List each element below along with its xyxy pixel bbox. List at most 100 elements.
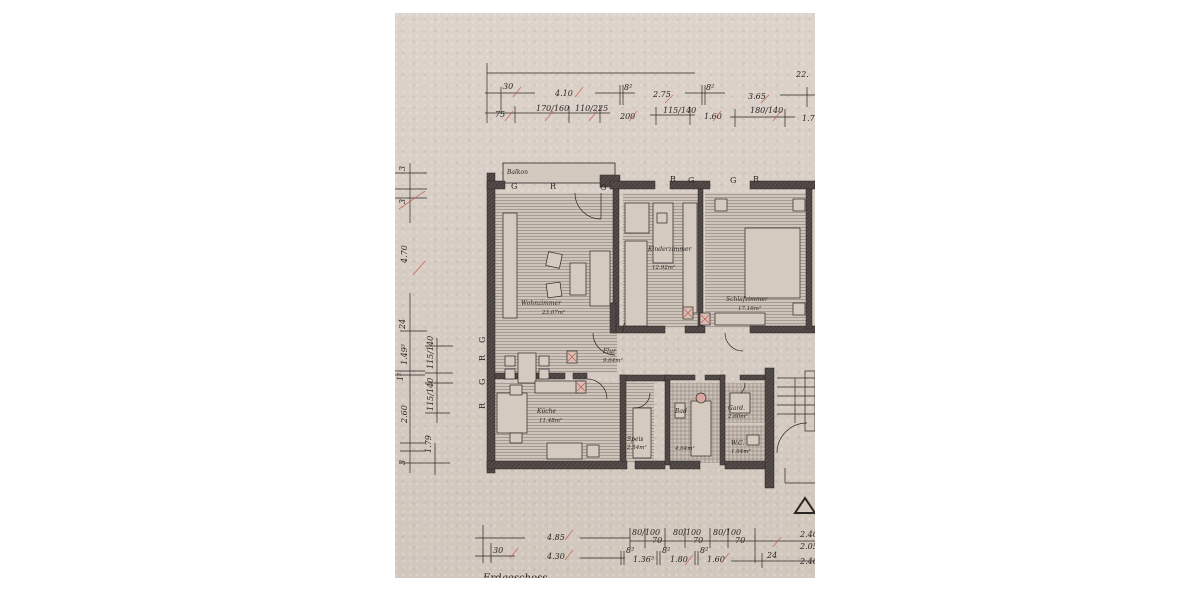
svg-text:1.36⁵: 1.36⁵ [633, 555, 655, 564]
floor-plan-drawing: 30 4.10 8² 2.75 8² 3.65 22. 75 170/160 1… [395, 63, 815, 578]
svg-text:3.65: 3.65 [748, 92, 766, 101]
svg-text:8²: 8² [624, 83, 632, 92]
svg-text:22.: 22. [795, 70, 809, 79]
svg-text:8²: 8² [626, 546, 634, 555]
svg-text:R: R [753, 175, 760, 184]
red-check-marks [398, 86, 782, 566]
svg-text:4.85: 4.85 [546, 533, 565, 542]
svg-text:G: G [730, 176, 736, 185]
desk [652, 202, 674, 264]
svg-text:1.80: 1.80 [670, 555, 688, 564]
svg-text:2.60: 2.60 [400, 405, 409, 424]
svg-text:G: G [478, 337, 487, 343]
drawing-caption: Erdgeschoss [482, 573, 547, 578]
svg-text:2.54m²: 2.54m² [626, 444, 647, 451]
svg-text:1²: 1² [396, 373, 405, 381]
svg-text:1.49³: 1.49³ [400, 344, 409, 365]
svg-text:30: 30 [503, 82, 513, 91]
svg-text:2.40: 2.40 [799, 530, 815, 539]
svg-text:4.30: 4.30 [546, 552, 565, 561]
svg-text:8²: 8² [700, 546, 708, 555]
doors [574, 192, 808, 454]
top-dimension-labels: 30 4.10 8² 2.75 8² 3.65 22. 75 170/160 1… [495, 70, 815, 123]
left-dimension-chain [395, 163, 453, 475]
svg-text:Gard.: Gard. [728, 405, 745, 412]
svg-text:11.48m²: 11.48m² [539, 417, 562, 424]
svg-text:17.16m²: 17.16m² [738, 305, 761, 312]
svg-text:2.05: 2.05 [799, 542, 815, 551]
svg-text:75: 75 [495, 110, 505, 119]
svg-text:3: 3 [398, 199, 407, 204]
svg-text:Schlafzimmer: Schlafzimmer [726, 296, 769, 303]
svg-text:3: 3 [398, 460, 407, 465]
svg-text:G: G [600, 183, 606, 192]
armchair [545, 281, 563, 299]
svg-text:2.40: 2.40 [799, 557, 815, 566]
svg-text:1.60: 1.60 [704, 112, 722, 121]
svg-text:80/100: 80/100 [673, 528, 701, 537]
svg-text:8²: 8² [706, 83, 714, 92]
bottom-dimension-chain [475, 525, 815, 568]
svg-text:R: R [478, 354, 487, 361]
svg-text:115/140: 115/140 [663, 106, 696, 115]
dining-table [517, 352, 537, 384]
sofa [589, 250, 611, 307]
svg-text:W.C.: W.C. [731, 440, 744, 447]
svg-text:Küche: Küche [536, 408, 556, 415]
svg-text:Balkon: Balkon [506, 169, 528, 176]
svg-text:4.64m²: 4.64m² [674, 445, 695, 452]
svg-text:115/140: 115/140 [426, 336, 435, 369]
balcony-floor [502, 162, 616, 184]
svg-text:2.75: 2.75 [652, 90, 671, 99]
svg-text:9.64m²: 9.64m² [603, 357, 623, 364]
svg-text:1.7: 1.7 [802, 114, 815, 123]
floor-plan-sheet: 30 4.10 8² 2.75 8² 3.65 22. 75 170/160 1… [395, 13, 815, 578]
svg-text:R: R [550, 182, 557, 191]
svg-text:R: R [670, 175, 677, 184]
svg-text:Flur: Flur [602, 348, 617, 355]
svg-text:R: R [478, 402, 487, 409]
svg-text:G: G [478, 379, 487, 385]
toilet [746, 434, 760, 446]
top-dimension-chain [485, 63, 815, 127]
chimneys [566, 306, 711, 404]
svg-text:23.07m²: 23.07m² [541, 309, 565, 316]
staircase [777, 370, 815, 514]
svg-text:G: G [511, 182, 517, 191]
room-labels: Balkon Wohnzimmer 23.07m² Kinderzimmer 1… [506, 169, 769, 455]
svg-text:70: 70 [693, 536, 703, 545]
svg-text:170/160: 170/160 [536, 104, 569, 113]
left-dimension-labels: 3 3 4.70 24 1.49³ 1² 115/140 2.60 115/14… [396, 166, 435, 465]
furniture [496, 198, 806, 460]
kitchen-counter [496, 392, 528, 434]
svg-text:Wohnzimmer: Wohnzimmer [521, 300, 562, 307]
svg-text:200: 200 [619, 112, 635, 121]
wardrobe [502, 212, 518, 319]
svg-text:110/225: 110/225 [575, 104, 608, 113]
svg-text:1.79: 1.79 [424, 435, 433, 453]
svg-text:1.64m²: 1.64m² [731, 448, 751, 455]
svg-text:G: G [688, 176, 694, 185]
svg-text:12.92m²: 12.92m² [652, 264, 675, 271]
svg-text:180/140: 180/140 [750, 106, 783, 115]
svg-text:Bad: Bad [674, 408, 687, 415]
svg-text:24: 24 [766, 551, 777, 560]
svg-text:24: 24 [398, 319, 407, 330]
bottom-dimension-labels: 30 4.85 4.30 80/100 70 80/100 70 80/100 … [493, 528, 815, 566]
svg-text:8²: 8² [662, 546, 670, 555]
coffee-table [569, 262, 587, 296]
svg-text:115/140: 115/140 [426, 378, 435, 411]
svg-text:Kinderzimmer: Kinderzimmer [647, 246, 693, 253]
armchair [545, 251, 563, 269]
svg-text:1.60: 1.60 [707, 555, 725, 564]
window-marks: G R G R G G R G R G R [478, 175, 760, 409]
svg-text:2.60m²: 2.60m² [727, 413, 748, 420]
svg-text:70: 70 [735, 536, 745, 545]
kids-bed [624, 202, 650, 234]
svg-text:30: 30 [493, 546, 503, 555]
double-bed [744, 227, 801, 299]
svg-text:Speis: Speis [627, 436, 644, 443]
svg-text:80/100: 80/100 [713, 528, 741, 537]
svg-text:70: 70 [652, 536, 662, 545]
svg-text:4.10: 4.10 [554, 89, 573, 98]
